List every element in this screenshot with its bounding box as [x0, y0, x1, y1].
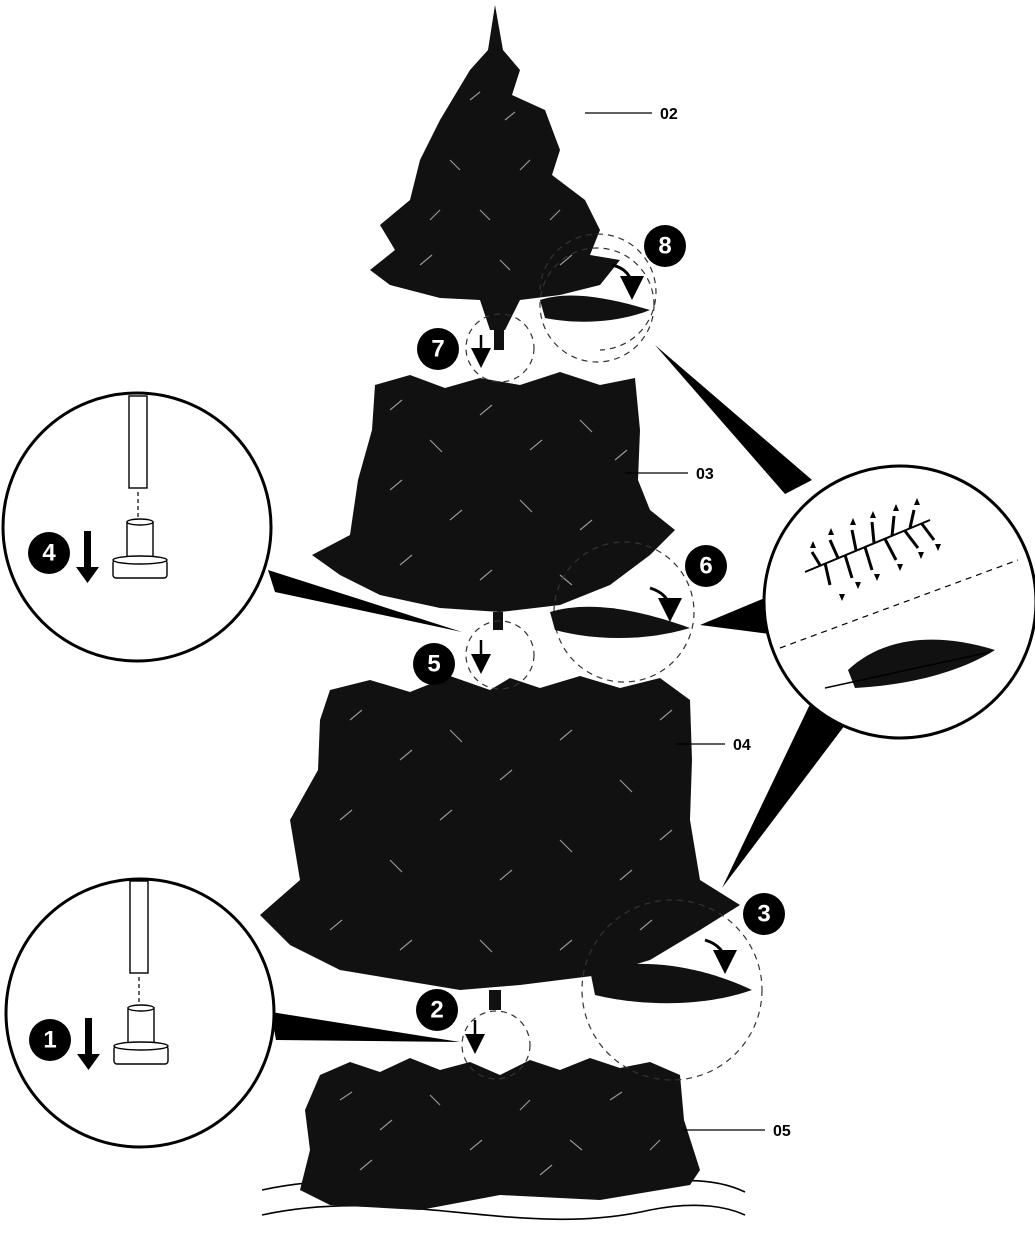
dashed-connection-circles — [461, 313, 535, 1080]
dashed-branch-circles — [539, 233, 763, 1081]
inset-branch-shaping — [762, 464, 1035, 740]
inset-step-4: 4 — [1, 391, 273, 663]
step-badge-4: 4 — [42, 540, 56, 567]
branch-detail-8 — [540, 263, 650, 322]
step-badge-1: 1 — [43, 1027, 56, 1054]
part-label-02: 02 — [660, 106, 678, 123]
part-label-05: 05 — [773, 1123, 791, 1140]
step-badge-7: 7 — [431, 336, 444, 363]
insert-arrows — [465, 335, 491, 1054]
step-badge-3: 3 — [757, 901, 770, 928]
step-badge-2: 2 — [430, 997, 443, 1024]
step-badges: 8 7 6 5 3 2 — [413, 225, 785, 1031]
part-label-04: 04 — [733, 737, 751, 754]
step-badge-5: 5 — [427, 651, 440, 678]
branch-detail-3 — [590, 938, 752, 1004]
step-badge-8: 8 — [658, 233, 671, 260]
step-badge-6: 6 — [699, 553, 712, 580]
tree-section-03 — [312, 372, 675, 630]
branch-detail-6 — [550, 586, 690, 639]
callout-wedges — [268, 345, 845, 1042]
inset-step-1: 1 — [4, 877, 276, 1149]
tree-section-02 — [370, 5, 620, 350]
part-label-03: 03 — [696, 466, 714, 483]
part-label-leaders — [585, 112, 765, 1131]
tree-section-04 — [260, 676, 740, 1010]
tree-section-05 — [300, 1058, 700, 1210]
